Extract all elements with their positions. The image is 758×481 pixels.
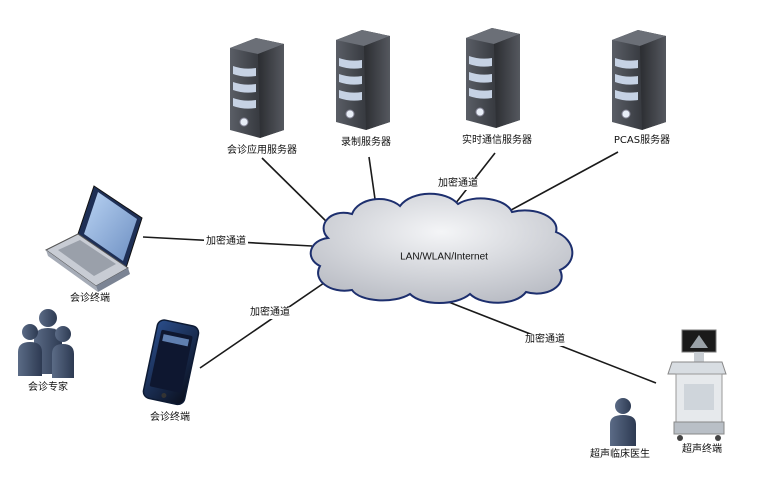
channel-laptop-label: 加密通道 xyxy=(204,236,248,248)
phone-icon xyxy=(142,319,200,406)
server-record-label: 录制服务器 xyxy=(341,137,391,148)
laptop-terminal-label: 会诊终端 xyxy=(70,293,110,304)
phone-terminal-label: 会诊终端 xyxy=(150,412,190,423)
doctor-label: 超声临床医生 xyxy=(590,449,650,460)
server-consult-app-icon xyxy=(229,37,285,139)
server-realtime-label: 实时通信服务器 xyxy=(462,135,532,146)
channel-ultrasound-label: 加密通道 xyxy=(523,334,567,346)
link-consult-app xyxy=(261,157,334,229)
link-pcas xyxy=(499,151,619,217)
link-phone xyxy=(199,271,341,369)
server-record-icon xyxy=(335,29,391,131)
doctor-person-icon xyxy=(610,398,636,446)
channel-phone-label: 加密通道 xyxy=(248,307,292,319)
ultrasound-machine-icon xyxy=(667,329,727,441)
ultrasound-terminal-label: 超声终端 xyxy=(682,444,722,455)
experts-label: 会诊专家 xyxy=(28,382,68,393)
laptop-icon xyxy=(45,185,143,292)
cloud-icon xyxy=(309,192,574,304)
network-cloud-label: LAN/WLAN/Internet xyxy=(400,251,488,263)
server-realtime-icon xyxy=(465,27,521,129)
experts-group-icon xyxy=(18,309,74,378)
server-pcas-icon xyxy=(611,29,667,131)
server-pcas-label: PCAS服务器 xyxy=(613,135,671,146)
server-consult-app-label: 会诊应用服务器 xyxy=(227,145,297,156)
channel-realtime-label: 加密通道 xyxy=(436,178,480,190)
